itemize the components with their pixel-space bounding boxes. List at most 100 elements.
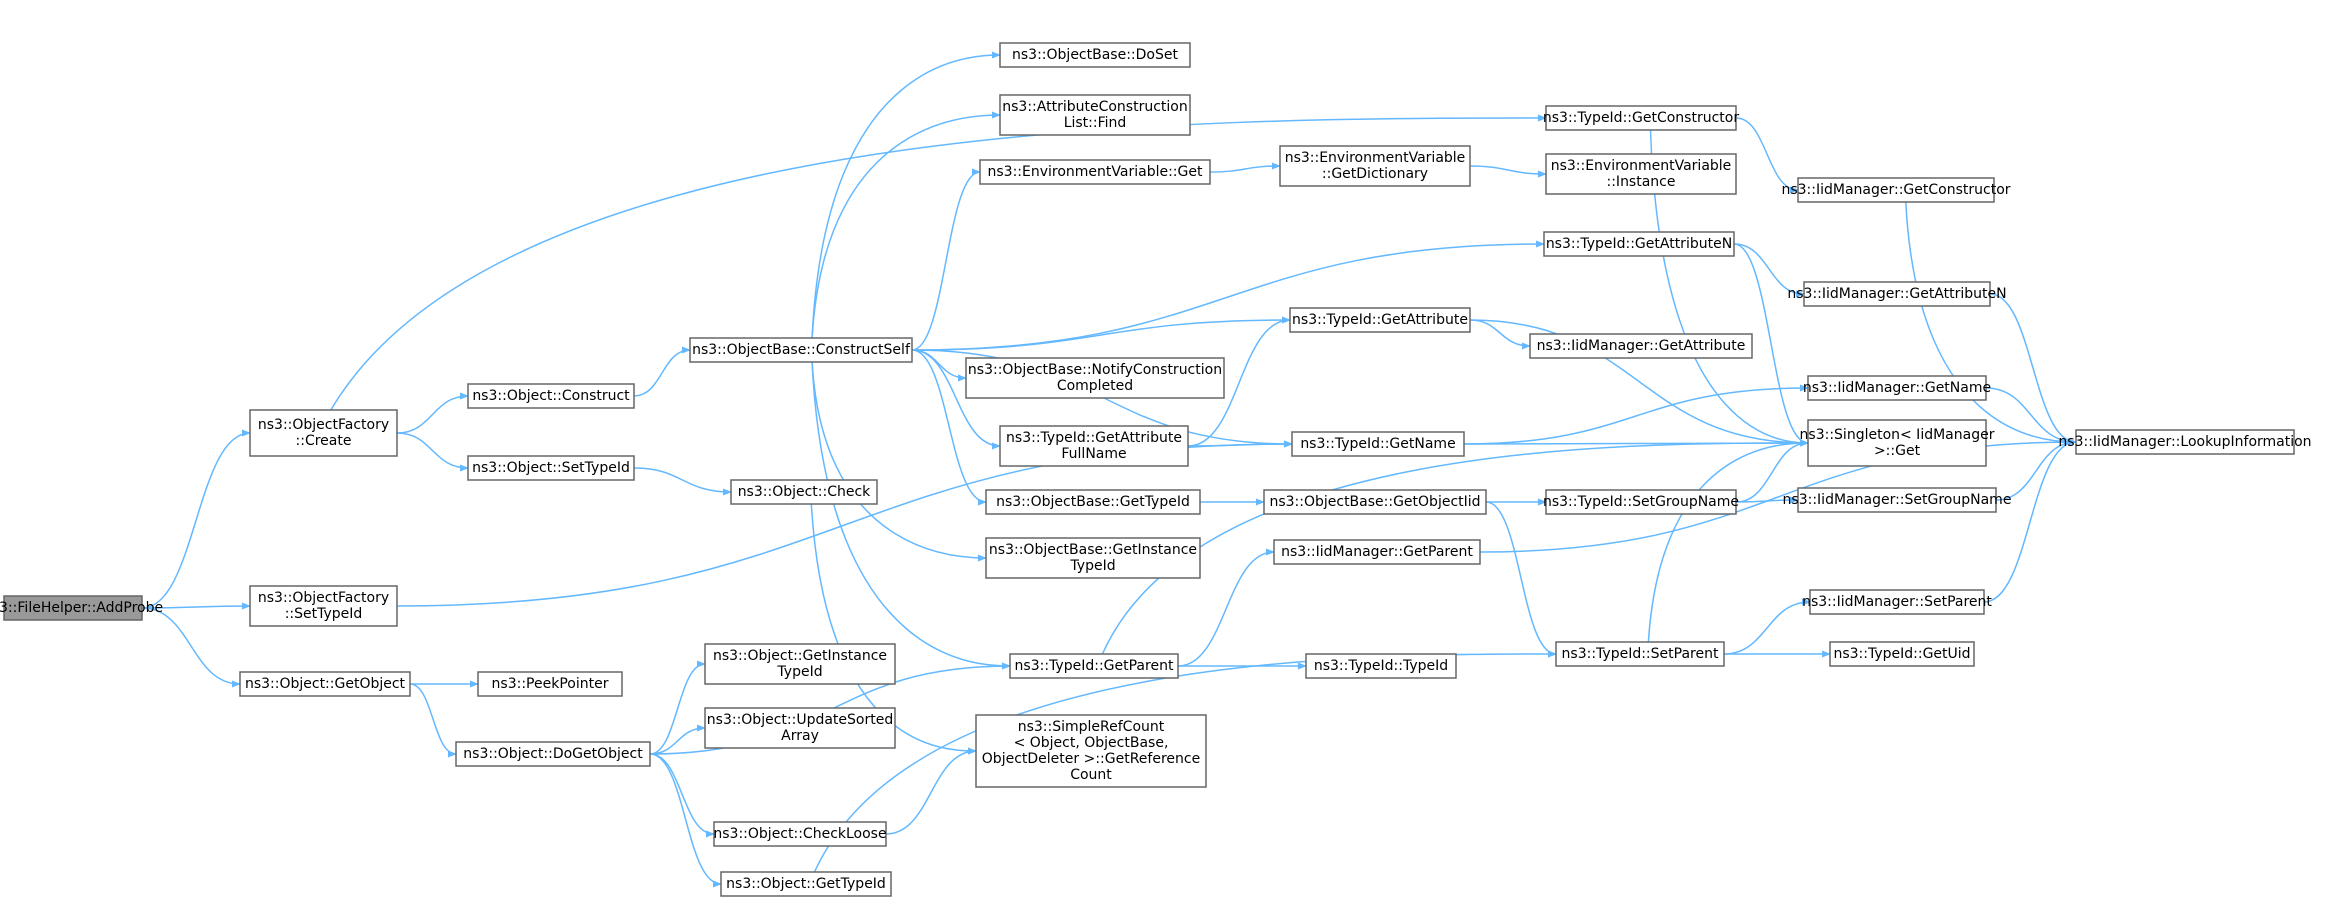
node-box (1545, 489, 1737, 515)
node-ns3-objectbase-notifyconstruction-completed[interactable]: ns3::ObjectBase::NotifyConstructionCompl… (965, 357, 1225, 399)
node-label: ns3::PeekPointer (492, 676, 609, 692)
node-ns3-iidmanager-setparent[interactable]: ns3::IidManager::SetParent (1802, 589, 1992, 615)
node-ns3-typeid-setgroupname[interactable]: ns3::TypeId::SetGroupName (1543, 489, 1739, 515)
node-ns3-typeid-getparent[interactable]: ns3::TypeId::GetParent (1009, 653, 1179, 679)
node-box (1279, 145, 1471, 187)
node-label: ns3::IidManager::GetAttributeN (1787, 286, 2006, 302)
node-ns3-object-check[interactable]: ns3::Object::Check (730, 479, 878, 505)
node-ns3-iidmanager-getattributen[interactable]: ns3::IidManager::GetAttributeN (1787, 281, 2007, 307)
edge-cself-to-evget (911, 168, 981, 351)
node-label: ns3::IidManager::GetConstructor (1781, 182, 2010, 198)
node-label: >::Get (1874, 443, 1921, 459)
node-label: ns3::Object::CheckLoose (713, 826, 886, 842)
nodes: ns3::FileHelper::AddProbe ns3::ObjectFact… (0, 42, 2312, 897)
node-label: ns3::TypeId::GetName (1300, 436, 1455, 452)
node-ns3-typeid-getconstructor[interactable]: ns3::TypeId::GetConstructor (1543, 105, 1739, 131)
node-ns3-object-checkloose[interactable]: ns3::Object::CheckLoose (713, 821, 887, 847)
node-ns3-peekpointer[interactable]: ns3::PeekPointer (477, 671, 623, 697)
node-label: ns3::IidManager::GetParent (1281, 544, 1473, 560)
node-box (999, 425, 1189, 467)
node-ns3-iidmanager-lookupinformation[interactable]: ns3::IidManager::LookupInformation (2058, 429, 2312, 455)
node-ns3-typeid-getattributen[interactable]: ns3::TypeId::GetAttributeN (1543, 231, 1735, 257)
node-ns3-iidmanager-getname[interactable]: ns3::IidManager::GetName (1803, 375, 1991, 401)
node-label: ::GetDictionary (1322, 166, 1428, 182)
edge-ofc-to-tgc (330, 114, 1547, 411)
node-label: ns3::TypeId::GetUid (1833, 646, 1970, 662)
node-ns3-objectbase-doset[interactable]: ns3::ObjectBase::DoSet (999, 42, 1191, 68)
edge-settypeid-to-check (633, 467, 732, 496)
node-box (3, 595, 143, 621)
edge-getobj-to-dogetobj (409, 683, 457, 758)
node-label: ns3::Object::GetTypeId (726, 876, 886, 892)
edge-tgan-to-imgan (1733, 243, 1805, 298)
node-label: ns3::IidManager::GetName (1803, 380, 1991, 396)
edge-cself-to-nc (911, 349, 967, 382)
node-label: ns3::IidManager::GetAttribute (1537, 338, 1746, 354)
node-box (239, 671, 411, 697)
edge-cself-to-obgtid (911, 349, 987, 506)
edge-obgoi-to-tsp (1485, 501, 1557, 658)
node-box (713, 821, 887, 847)
node-label: ns3::IidManager::SetGroupName (1783, 492, 2012, 508)
edge-cself-to-aclf (811, 111, 1001, 339)
node-ns3-typeid-typeid[interactable]: ns3::TypeId::TypeId (1305, 653, 1457, 679)
node-ns3-object-settypeid[interactable]: ns3::Object::SetTypeId (467, 455, 635, 481)
edge-imgan-to-imli (1989, 293, 2077, 446)
node-ns3-object-getobject[interactable]: ns3::Object::GetObject (239, 671, 411, 697)
node-box (1529, 333, 1753, 359)
edge-tsgn-to-imsgn (1735, 496, 1799, 504)
node-box (704, 643, 896, 685)
node-label: ns3::TypeId::GetAttribute (1006, 430, 1182, 446)
node-label: ns3::TypeId::TypeId (1314, 658, 1448, 674)
node-label: ::Instance (1607, 174, 1676, 190)
node-ns3-objectbase-getobjectiid[interactable]: ns3::ObjectBase::GetObjectIid (1263, 489, 1487, 515)
node-ns3-typeid-getuid[interactable]: ns3::TypeId::GetUid (1829, 641, 1975, 667)
node-box (467, 455, 635, 481)
node-box (730, 479, 878, 505)
node-label: ns3::IidManager::LookupInformation (2058, 434, 2311, 450)
node-ns3-typeid-setparent[interactable]: ns3::TypeId::SetParent (1555, 641, 1725, 667)
node-box (689, 337, 913, 363)
node-ns3-environmentvariable-get[interactable]: ns3::EnvironmentVariable::Get (979, 159, 1211, 185)
node-ns3-singleton-iidmanager-get[interactable]: ns3::Singleton< IidManager>::Get (1800, 419, 1995, 467)
node-ns3-filehelper-addprobe[interactable]: ns3::FileHelper::AddProbe (0, 595, 163, 621)
edge-imgn-to-imli (1985, 387, 2077, 446)
node-ns3-typeid-getname[interactable]: ns3::TypeId::GetName (1291, 431, 1465, 457)
node-ns3-environmentvariable-getdictionary[interactable]: ns3::EnvironmentVariable::GetDictionary (1279, 145, 1471, 187)
node-box (1829, 641, 1975, 667)
node-box (467, 383, 635, 409)
node-ns3-objectbase-gettypeid[interactable]: ns3::ObjectBase::GetTypeId (985, 489, 1201, 515)
node-box (1291, 431, 1465, 457)
node-ns3-iidmanager-setgroupname[interactable]: ns3::IidManager::SetGroupName (1783, 487, 2012, 513)
node-label: ns3::ObjectFactory (258, 417, 389, 433)
node-ns3-iidmanager-getattribute[interactable]: ns3::IidManager::GetAttribute (1529, 333, 1753, 359)
node-box (1807, 375, 1987, 401)
node-ns3-objectfactory-settypeid[interactable]: ns3::ObjectFactory::SetTypeId (249, 585, 398, 627)
node-box (1545, 105, 1737, 131)
edge-dogetobj-to-chkloose (649, 753, 715, 838)
node-label: ns3::ObjectBase::DoSet (1012, 47, 1178, 63)
node-label: ns3::EnvironmentVariable::Get (988, 164, 1203, 180)
node-ns3-object-gettypeid[interactable]: ns3::Object::GetTypeId (720, 871, 892, 897)
node-label: ns3::TypeId::GetAttributeN (1546, 236, 1732, 252)
edge-tgn-to-sing (1463, 439, 1809, 447)
edge-imgc-to-imli (1905, 201, 2077, 446)
edge-dogetobj-to-ogit (649, 660, 706, 755)
node-ns3-objectbase-constructself[interactable]: ns3::ObjectBase::ConstructSelf (689, 337, 913, 363)
node-ns3-objectfactory-create[interactable]: ns3::ObjectFactory::Create (249, 409, 398, 457)
node-ns3-iidmanager-getparent[interactable]: ns3::IidManager::GetParent (1273, 539, 1481, 565)
node-ns3-iidmanager-getconstructor[interactable]: ns3::IidManager::GetConstructor (1781, 177, 2011, 203)
node-ns3-object-construct[interactable]: ns3::Object::Construct (467, 383, 635, 409)
edge-root-to-ofc (141, 429, 251, 609)
node-box (1809, 589, 1985, 615)
node-ns3-typeid-getattribute[interactable]: ns3::TypeId::GetAttribute (1289, 307, 1471, 333)
node-ns3-object-dogetobject[interactable]: ns3::Object::DoGetObject (455, 741, 651, 767)
node-ns3-simplerefcount-object-objectbase-objectdeleter-getreference-count[interactable]: ns3::SimpleRefCount< Object, ObjectBase,… (975, 714, 1207, 788)
node-ns3-environmentvariable-instance[interactable]: ns3::EnvironmentVariable::Instance (1545, 153, 1737, 195)
node-box (1797, 487, 1997, 513)
